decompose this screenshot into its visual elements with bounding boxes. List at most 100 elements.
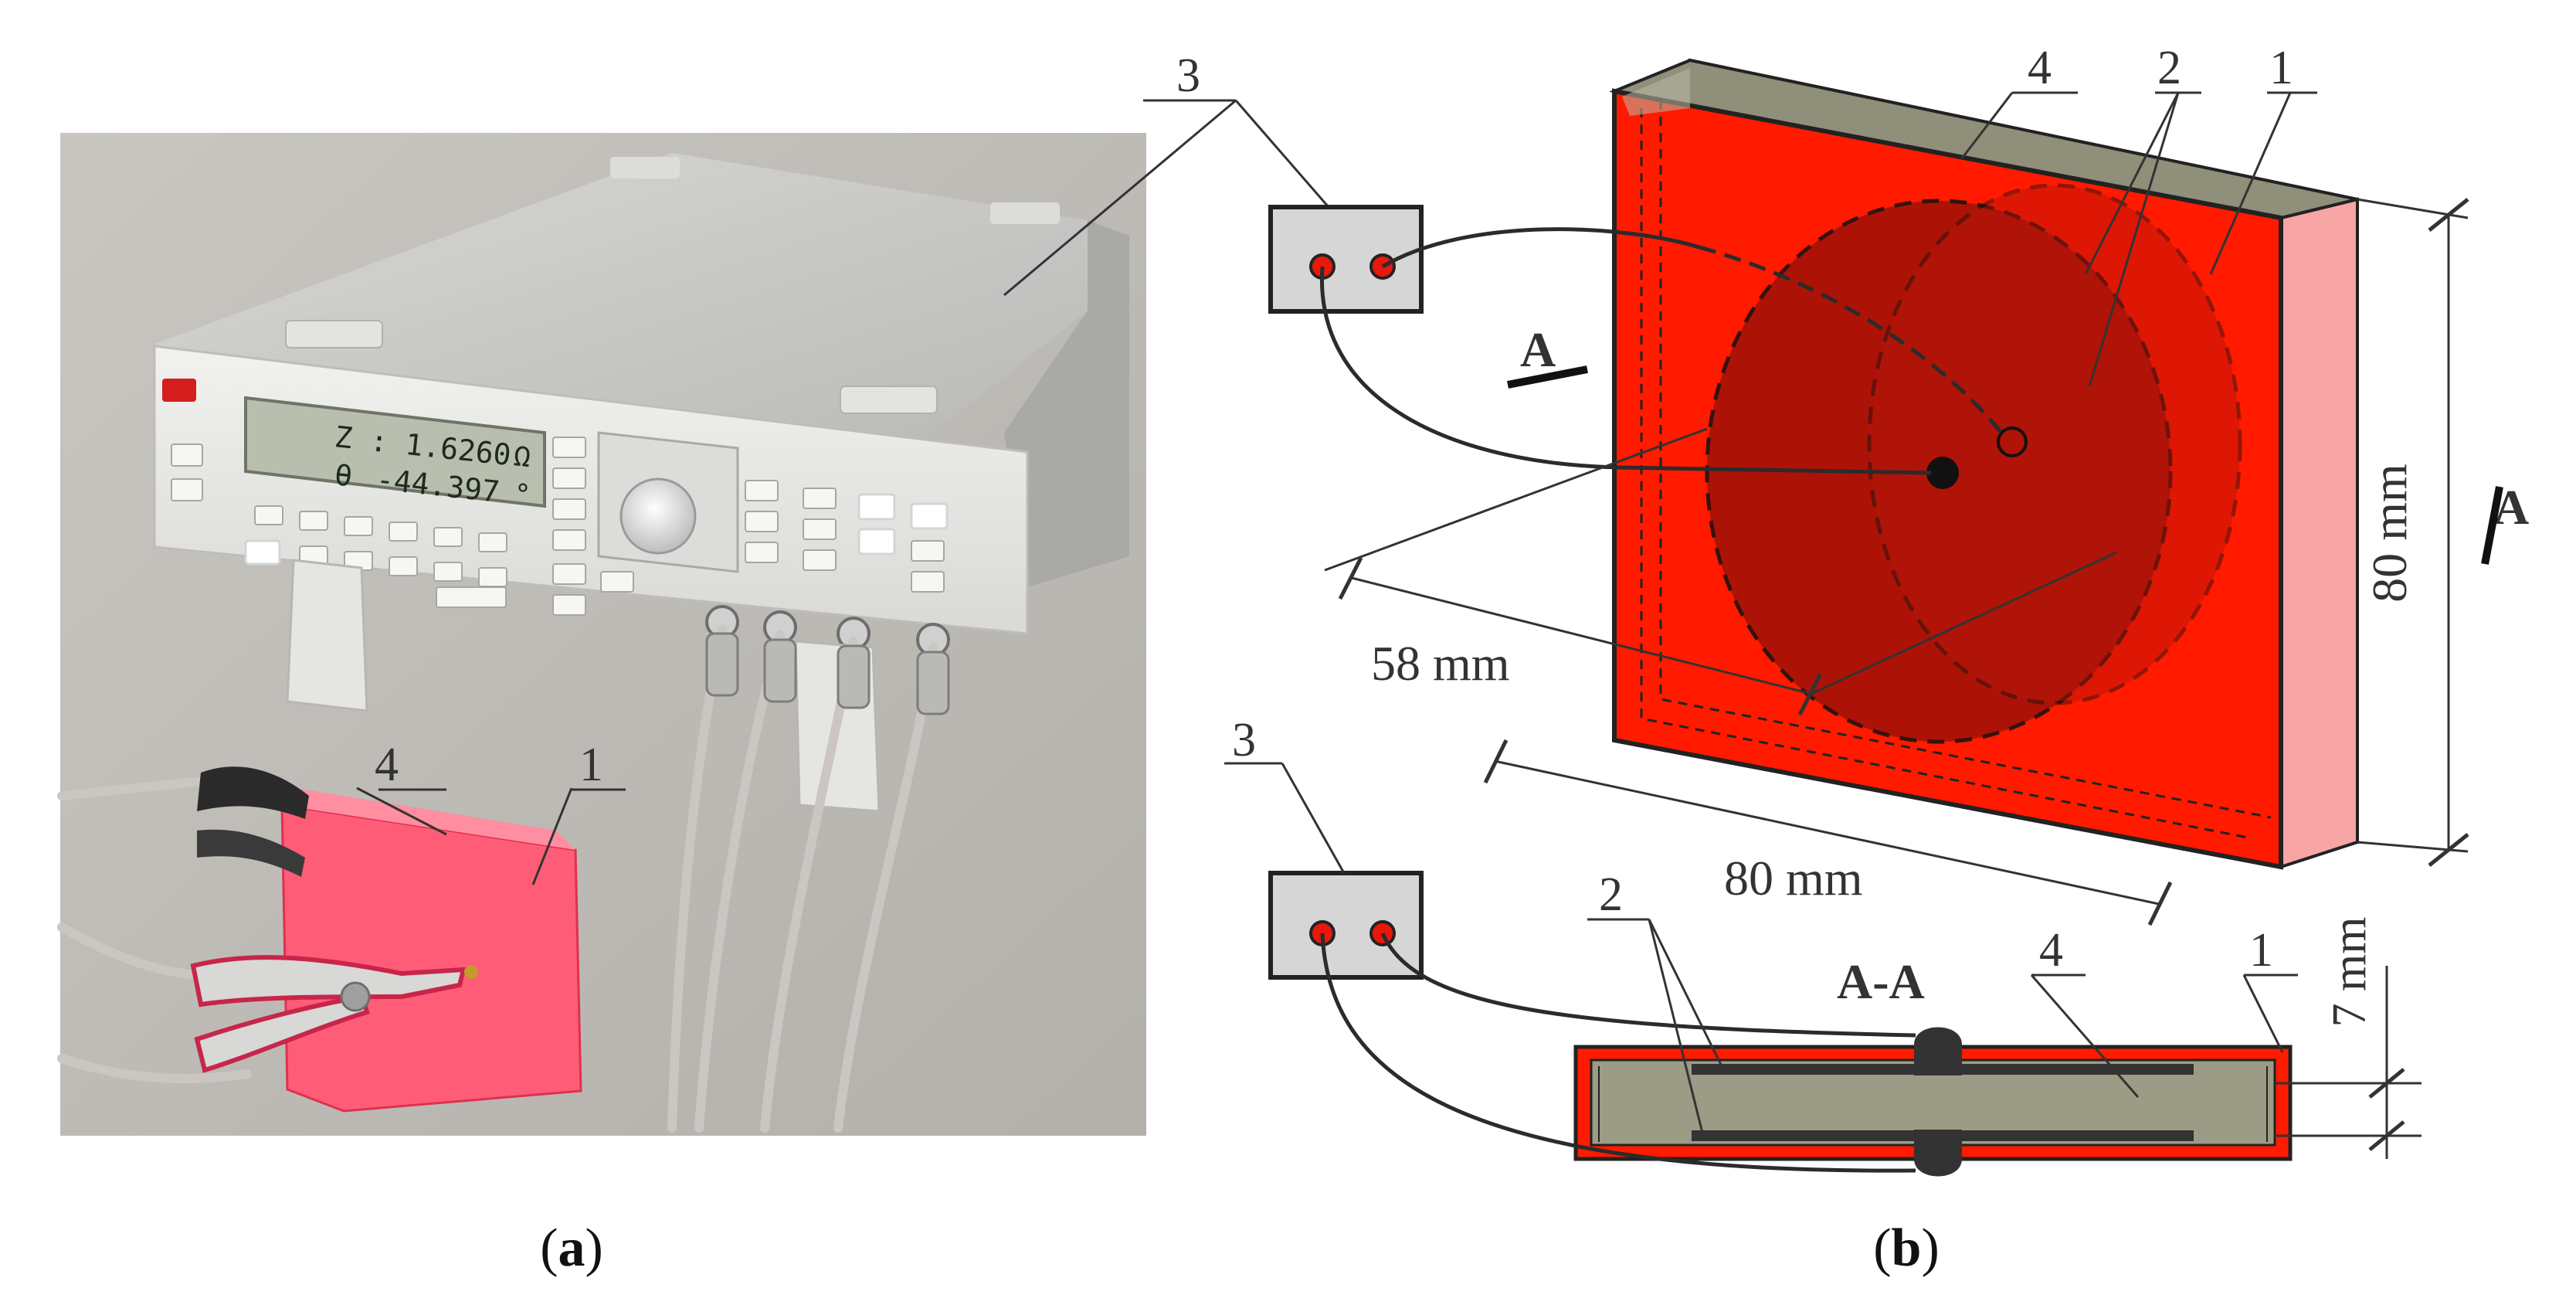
caption-b-open: ( (1873, 1218, 1891, 1278)
dim-diameter-label: 58 mm (1371, 636, 1510, 691)
key-button[interactable] (478, 567, 507, 587)
key-button[interactable] (745, 542, 779, 563)
dimension-diameter (1324, 427, 2117, 716)
leader-4-top (1960, 92, 2014, 159)
wire-to-bottom-contact (1320, 933, 1916, 1173)
key-button[interactable] (254, 505, 283, 525)
display-unit-degree: ° (512, 478, 532, 511)
callout-4-top: 4 (2028, 42, 2052, 94)
wire-to-front-electrode (1319, 266, 1932, 475)
lit-key-left[interactable] (244, 539, 281, 566)
contact-point-back (1997, 426, 2028, 457)
callout-1-bottom: 1 (2249, 924, 2273, 977)
bnc-plugs (705, 632, 950, 715)
key-button[interactable] (433, 527, 463, 547)
clip-upper (197, 766, 309, 819)
dim-width-tick-left (1483, 739, 1509, 784)
instrument-top-cover (154, 153, 1088, 444)
key-button[interactable] (911, 540, 945, 562)
key-button[interactable] (389, 556, 418, 576)
key-button[interactable] (552, 498, 586, 520)
callout-3-to-meter (1234, 100, 1330, 208)
key-button[interactable] (552, 594, 586, 616)
clip-lower-jaw (194, 994, 370, 1073)
key-button[interactable] (433, 562, 463, 582)
lit-keys (244, 493, 949, 566)
key-button[interactable] (478, 532, 507, 552)
clip-contact (464, 965, 478, 979)
panel-a-photo: Z : 1.6260 Ω θ -44.397 ° (57, 133, 1146, 1136)
specimen-top-edge (282, 788, 575, 850)
key-button[interactable] (911, 571, 945, 593)
key-button[interactable] (745, 511, 779, 532)
specimen-iso (1608, 58, 2359, 870)
key-button[interactable] (552, 437, 586, 458)
dim-diameter-line (1351, 576, 1812, 695)
wire-to-top-contact (1380, 932, 1916, 1038)
rotary-knob[interactable] (619, 477, 697, 555)
lcr-bridge-instrument: Z : 1.6260 Ω θ -44.397 ° (153, 153, 1129, 813)
lcd-display (244, 396, 546, 508)
top-foot-back-right (990, 202, 1060, 224)
callout-3-leader (1003, 99, 1330, 297)
callout-2-top: 2 (2157, 42, 2181, 94)
section-contact-bottom (1914, 1130, 1962, 1177)
key-button[interactable] (803, 518, 837, 540)
lit-key-range[interactable] (910, 502, 949, 530)
dim-diameter-ext-left (1324, 427, 1708, 572)
key-button[interactable] (552, 467, 586, 489)
meter-box-bottom (1268, 871, 1424, 980)
callout-3-bottom: 3 (1232, 714, 1256, 766)
caption-a-open: ( (540, 1218, 558, 1278)
key-button[interactable] (171, 443, 203, 467)
leader-2-top-b (2088, 92, 2180, 387)
leader-2-bottom-b (1648, 919, 1705, 1137)
key-button[interactable] (436, 586, 507, 608)
lit-key-mode-1[interactable] (857, 493, 896, 521)
callout-leader-4 (356, 787, 447, 836)
specimen-photo (280, 788, 582, 1113)
key-button[interactable] (171, 478, 203, 501)
key-button[interactable] (552, 529, 586, 551)
section-title: A-A (1837, 954, 1925, 1009)
callout-1-top: 1 (2269, 42, 2293, 94)
key-button[interactable] (745, 480, 779, 501)
leader-4-bottom (2030, 974, 2140, 1098)
wire-to-back-electrode (1381, 227, 1700, 269)
display-param-z: Z (333, 420, 354, 455)
key-button[interactable] (552, 563, 586, 585)
dimension-thickness (2275, 966, 2422, 1159)
key-button[interactable] (299, 511, 328, 531)
key-button[interactable] (803, 488, 837, 509)
clip-lower-handle (190, 955, 467, 1007)
clip-upper-jaw (197, 829, 305, 877)
cable-left (57, 923, 205, 980)
caption-b-letter: b (1892, 1218, 1922, 1278)
callout-leader-1 (531, 787, 573, 885)
key-button[interactable] (803, 549, 837, 571)
wires-top (1319, 227, 2006, 475)
key-button[interactable] (344, 516, 373, 536)
caption-a-letter: a (558, 1218, 585, 1278)
wire-to-back-electrode-hidden (1699, 245, 2006, 438)
power-button[interactable] (162, 379, 196, 402)
cross-section (1573, 1027, 2293, 1177)
key-button[interactable] (389, 522, 418, 542)
wires-bottom (1320, 932, 1916, 1173)
dim-diameter-ext-right (1811, 551, 2117, 695)
leader-1-bottom (2242, 974, 2284, 1053)
instrument-stand-left (286, 559, 368, 712)
dim-height-ext-top (2357, 198, 2469, 219)
dim-height-tick-bottom (2428, 833, 2469, 867)
dimension-height (2357, 198, 2469, 867)
instrument-side (1004, 220, 1129, 587)
display-param-theta: θ (333, 457, 354, 493)
key-button[interactable] (600, 571, 634, 593)
section-contact-top (1914, 1027, 1962, 1075)
insulator-top-shadow (1622, 68, 1690, 116)
bnc-plug (705, 632, 739, 697)
top-foot-back (610, 157, 680, 178)
dim-height-tick-top (2428, 198, 2469, 232)
section-mark-left-bar (1507, 365, 1588, 389)
lit-key-mode-2[interactable] (857, 528, 896, 556)
